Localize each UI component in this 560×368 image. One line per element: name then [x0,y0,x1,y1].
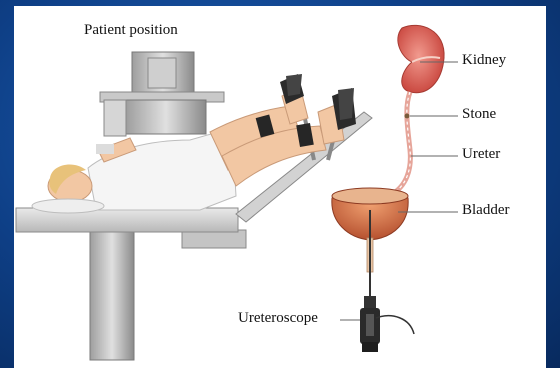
label-stone: Stone [462,106,496,123]
label-ureter: Ureter [462,146,500,163]
stone-marker [405,114,410,119]
overhead-imaging-unit [100,52,224,136]
label-ureteroscope: Ureteroscope [238,310,318,327]
table-pedestal [90,230,246,360]
label-patient-position: Patient position [84,22,178,39]
label-bladder: Bladder [462,202,509,219]
ureter-tube [392,92,410,194]
label-kidney: Kidney [462,52,506,69]
